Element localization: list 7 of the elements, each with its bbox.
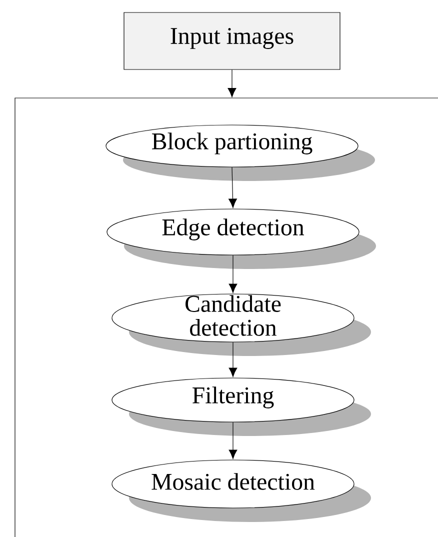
arrow [228, 70, 236, 98]
input-box: Input images [124, 12, 340, 70]
frame-box [14, 98, 438, 537]
arrow [228, 422, 238, 459]
arrow [228, 166, 237, 208]
arrow [228, 342, 238, 377]
arrow [228, 254, 238, 293]
